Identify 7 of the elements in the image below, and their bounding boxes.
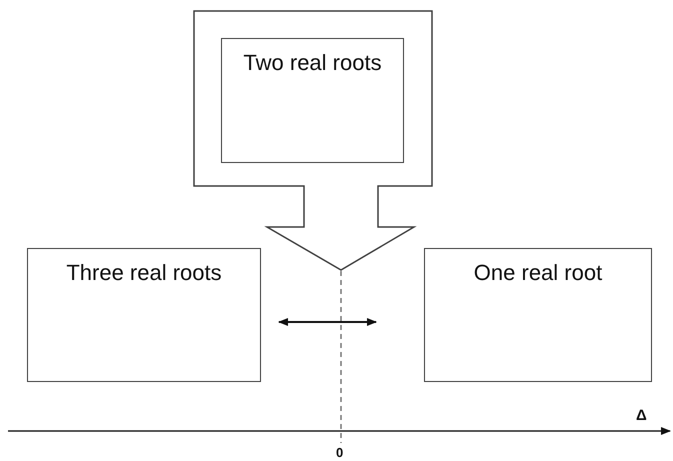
box-label: One real root xyxy=(474,259,602,286)
box-label: Two real roots xyxy=(243,49,382,76)
axis-label: Δ xyxy=(636,406,647,426)
text-box xyxy=(221,38,404,163)
box-label: Three real roots xyxy=(66,259,222,286)
text-box xyxy=(27,248,261,382)
text-box xyxy=(424,248,652,382)
